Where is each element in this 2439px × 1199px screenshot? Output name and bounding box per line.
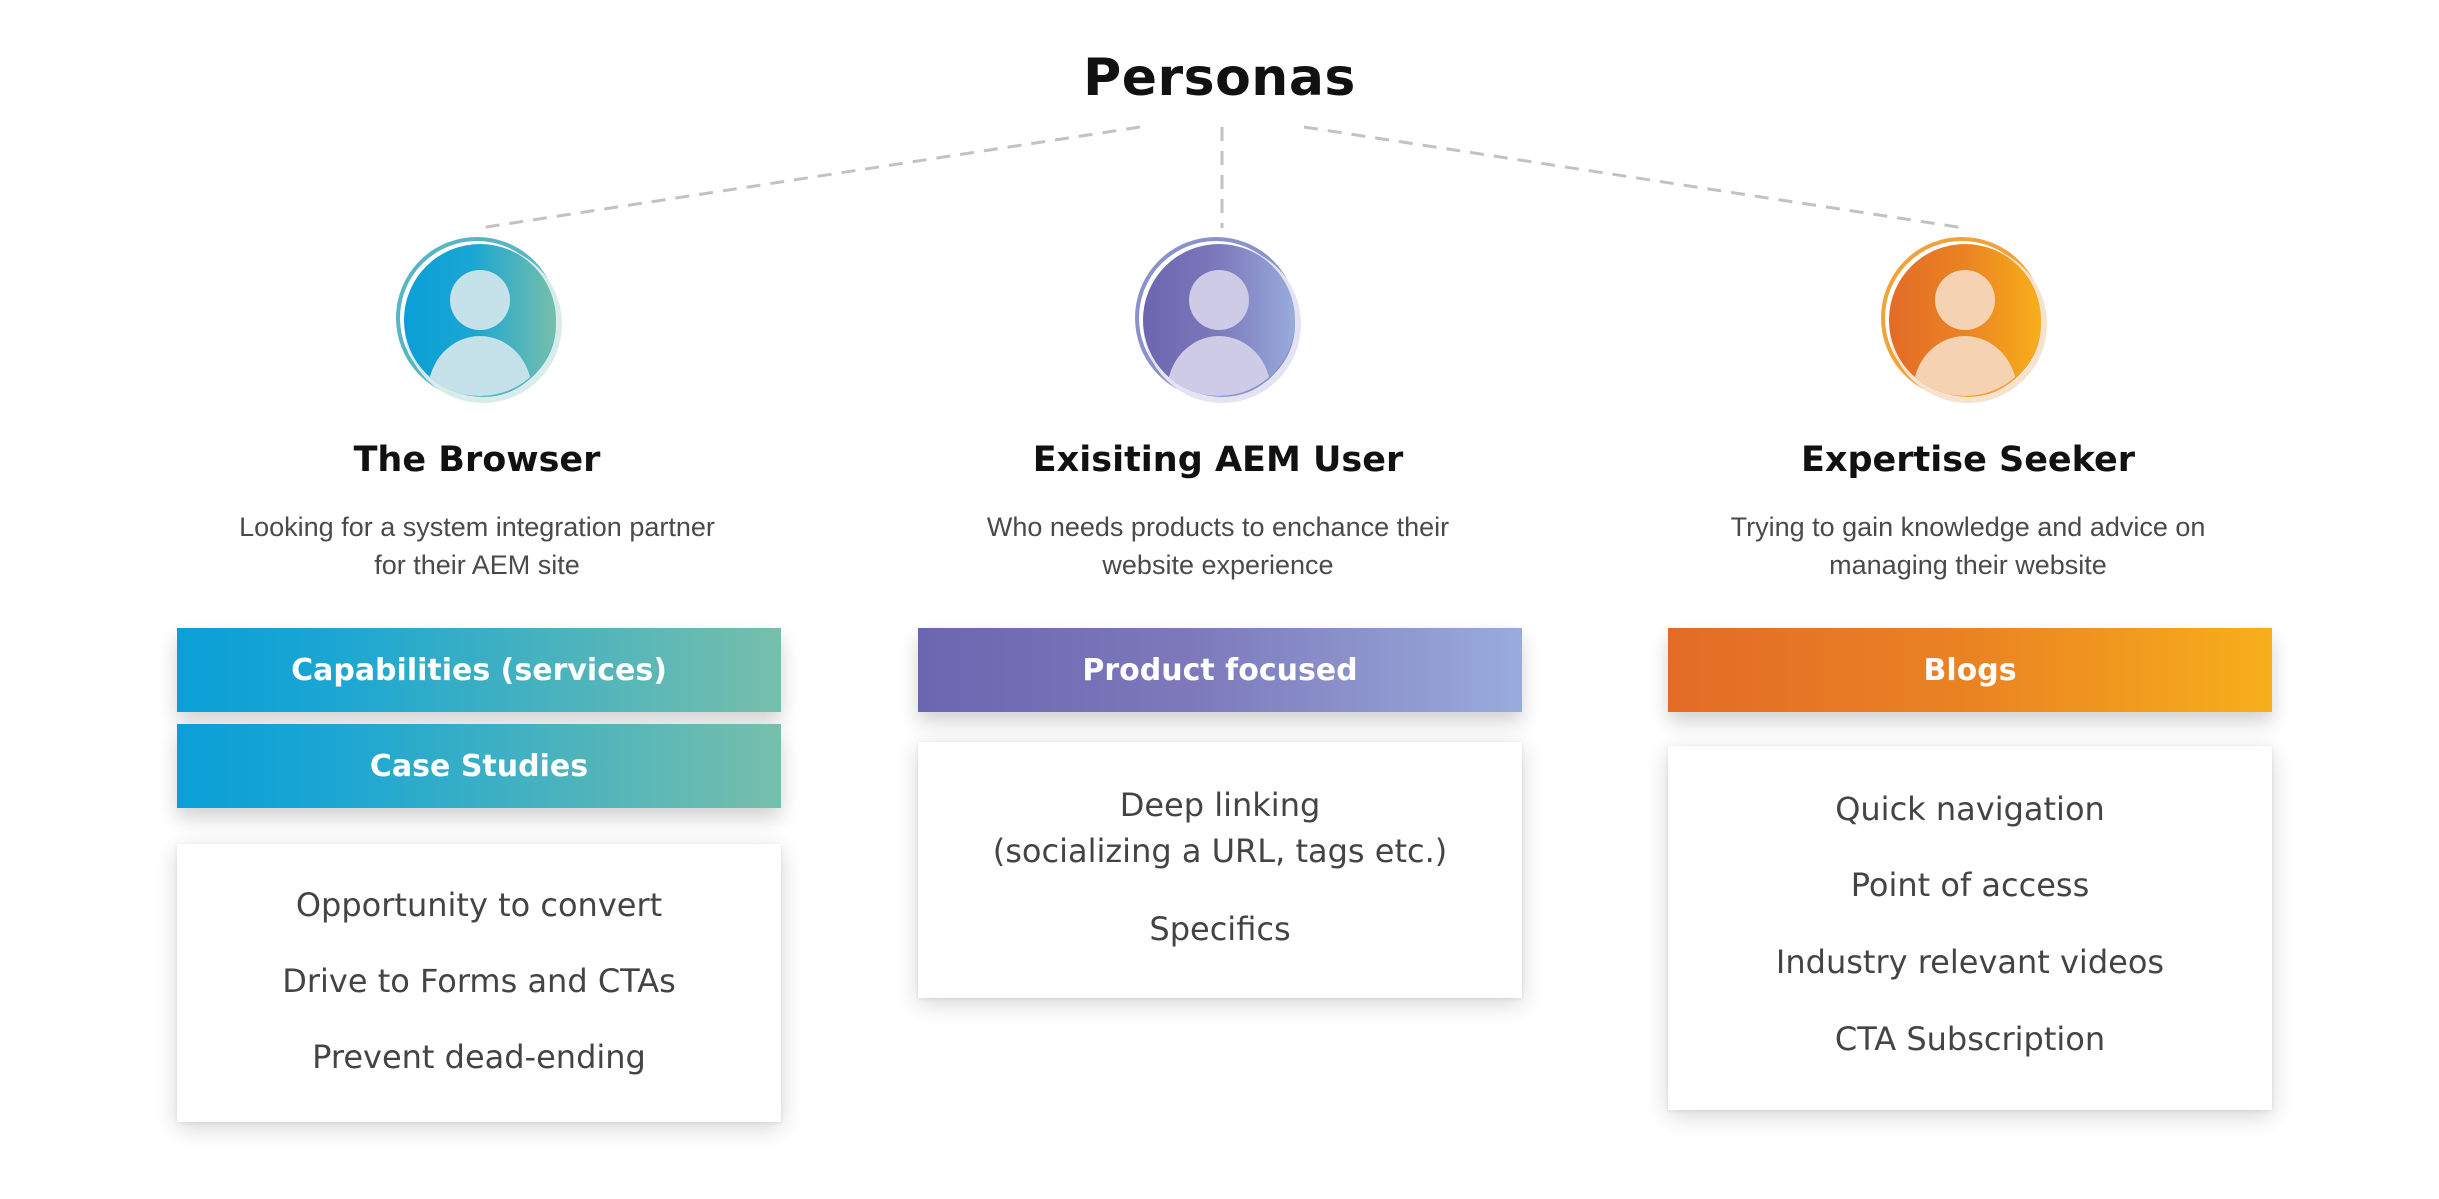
list-item: Quick navigation <box>1835 790 2105 828</box>
page-title: Personas <box>1083 48 1356 108</box>
list-item: Industry relevant videos <box>1775 943 2165 981</box>
list-item: Point of access <box>1850 866 2090 904</box>
list-item: Opportunity to convert <box>295 886 663 924</box>
persona-details-card: Opportunity to convert Drive to Forms an… <box>177 844 781 1122</box>
tag-bar-product-focused: Product focused <box>918 628 1522 712</box>
list-item: Drive to Forms and CTAs <box>282 962 676 1000</box>
persona-description: Trying to gain knowledge and advice on m… <box>1718 508 2218 584</box>
description-line: Who needs products to enchance their <box>986 512 1450 542</box>
tag-bar-capabilities: Capabilities (services) <box>177 628 781 712</box>
tag-bar-blogs: Blogs <box>1668 628 2272 712</box>
user-avatar-icon <box>395 232 571 408</box>
list-item: Specifics <box>1149 910 1291 948</box>
user-avatar-icon <box>1134 232 1310 408</box>
description-line: Looking for a system integration partner <box>239 512 715 542</box>
persona-description: Who needs products to enchance their web… <box>968 508 1468 584</box>
tag-bar-case-studies: Case Studies <box>177 724 781 808</box>
persona-details-card: Deep linking (socializing a URL, tags et… <box>918 742 1522 998</box>
description-line: Trying to gain knowledge and advice on <box>1730 512 2206 542</box>
list-item: Deep linking (socializing a URL, tags et… <box>992 786 1448 870</box>
description-line: for their AEM site <box>374 550 580 580</box>
persona-name: Exisiting AEM User <box>1032 440 1404 480</box>
persona-column-browser: The Browser Looking for a system integra… <box>157 0 797 1199</box>
connector-line-left <box>479 125 1141 230</box>
list-item: Prevent dead-ending <box>312 1038 646 1076</box>
user-avatar-icon <box>1880 232 2056 408</box>
persona-description: Looking for a system integration partner… <box>227 508 727 584</box>
persona-details-card: Quick navigation Point of access Industr… <box>1668 746 2272 1110</box>
connector-line-right <box>1303 125 1965 230</box>
description-line: website experience <box>1102 550 1334 580</box>
persona-name: The Browser <box>353 440 601 480</box>
persona-column-expertise-seeker: Expertise Seeker Trying to gain knowledg… <box>1648 0 2288 1199</box>
description-line: managing their website <box>1829 550 2107 580</box>
persona-name: Expertise Seeker <box>1800 440 2136 480</box>
persona-column-aem-user: Exisiting AEM User Who needs products to… <box>898 0 1538 1199</box>
list-item: CTA Subscription <box>1834 1020 2106 1058</box>
